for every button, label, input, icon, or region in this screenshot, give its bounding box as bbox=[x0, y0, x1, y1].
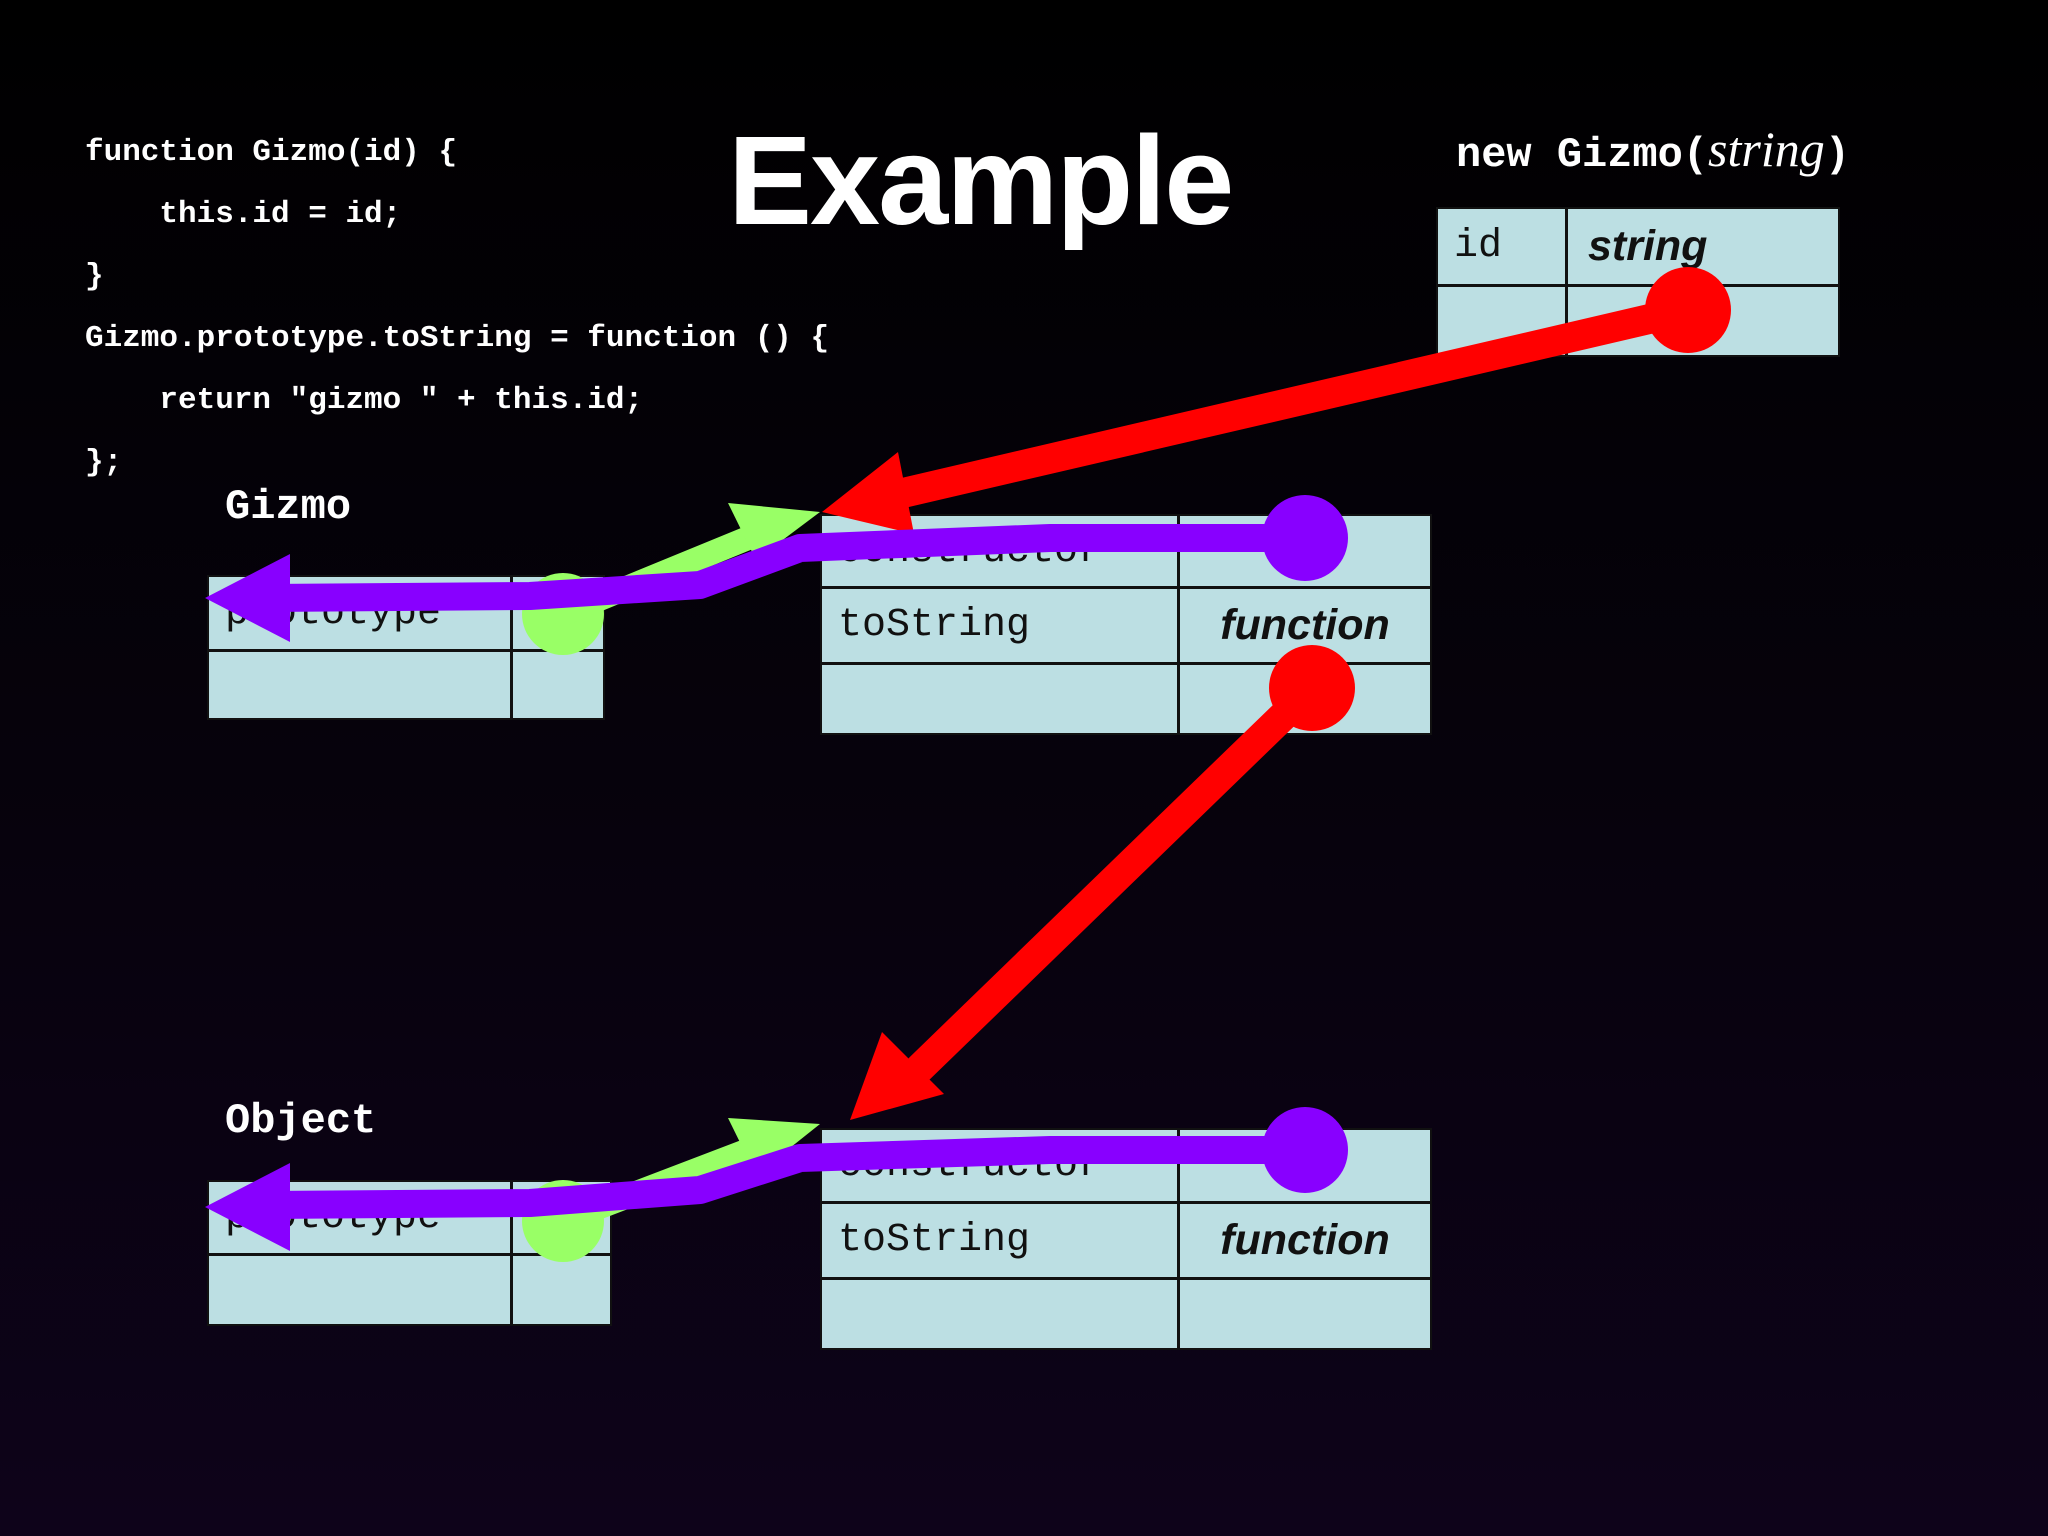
object-constructor-pointer-head bbox=[205, 1163, 290, 1251]
object-constructor-pointer bbox=[205, 1107, 1348, 1251]
instance-proto-link-dot bbox=[1645, 267, 1731, 353]
instance-label-prefix: new Gizmo( bbox=[1456, 131, 1709, 179]
gizmo-proto-hidden-key bbox=[822, 665, 1180, 733]
gizmo-prototype-proto-link-dot bbox=[1269, 645, 1355, 731]
code-line: }; bbox=[85, 445, 123, 480]
code-line: Gizmo.prototype.toString = function () { bbox=[85, 321, 830, 356]
instance-label-arg: string bbox=[1708, 121, 1825, 177]
instance-proto-link bbox=[822, 267, 1731, 534]
gizmo-label: Gizmo bbox=[225, 483, 352, 531]
gizmo-constructor-pointer bbox=[205, 495, 1348, 642]
slide-title: Example bbox=[728, 110, 1234, 251]
object-proto-tostring-key: toString bbox=[822, 1204, 1180, 1280]
object-hidden-proto-key bbox=[209, 1256, 513, 1324]
gizmo-prototype-proto-link bbox=[850, 645, 1355, 1120]
instance-hidden-proto-key bbox=[1438, 287, 1568, 355]
code-line: } bbox=[85, 259, 104, 294]
code-line: return "gizmo " + this.id; bbox=[85, 383, 644, 418]
gizmo-constructor-pointer-head bbox=[205, 554, 290, 642]
code-line: function Gizmo(id) { bbox=[85, 135, 458, 170]
gizmo-proto-constructor-value bbox=[1180, 516, 1430, 589]
gizmo-hidden-proto-key bbox=[209, 652, 513, 718]
code-listing: function Gizmo(id) { this.id = id; } Giz… bbox=[85, 122, 829, 494]
gizmo-prototype-proto-link-head bbox=[850, 1032, 944, 1120]
code-line: this.id = id; bbox=[85, 197, 402, 232]
instance-id-key: id bbox=[1438, 209, 1568, 287]
object-proto-hidden-key bbox=[822, 1280, 1180, 1348]
object-constructor-pointer-dot bbox=[1262, 1107, 1348, 1193]
instance-label-suffix: ) bbox=[1824, 131, 1850, 179]
object-proto-tostring-value: function bbox=[1180, 1204, 1430, 1280]
gizmo-prototype-pointer-head bbox=[728, 503, 820, 560]
object-proto-constructor-value bbox=[1180, 1130, 1430, 1204]
instance-proto-link-head bbox=[822, 452, 914, 534]
gizmo-constructor-pointer-dot bbox=[1262, 495, 1348, 581]
object-label: Object bbox=[225, 1097, 377, 1145]
gizmo-proto-tostring-key: toString bbox=[822, 589, 1180, 665]
instance-label: new Gizmo(string) bbox=[1456, 124, 1850, 176]
